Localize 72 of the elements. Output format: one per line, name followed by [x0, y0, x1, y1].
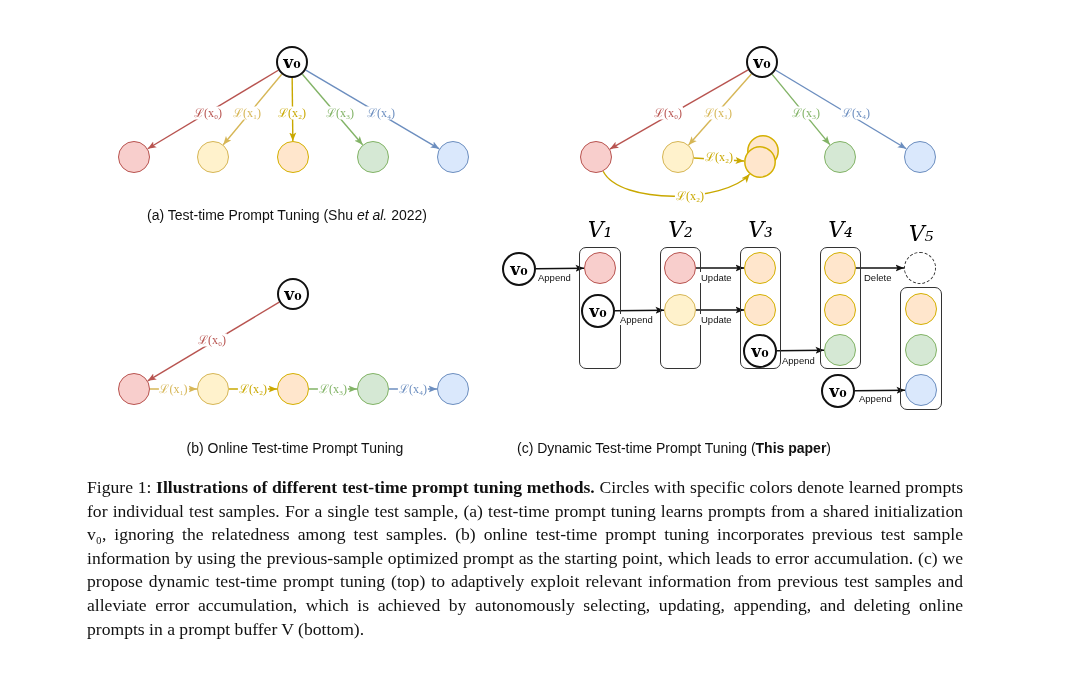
arrow — [695, 306, 745, 314]
arrow — [695, 264, 745, 272]
prompt-circle — [584, 252, 616, 284]
edge-label: Append — [858, 393, 893, 404]
prompt-circle — [905, 334, 937, 366]
edge-label: ℒ(x₃) — [324, 106, 356, 120]
prompt-circle — [824, 294, 856, 326]
edge-label: ℒ(x₃) — [790, 106, 822, 120]
buffer-label: V₅ — [907, 220, 935, 248]
arrow — [535, 264, 585, 272]
init-prompt-circle: v₀ — [277, 278, 309, 310]
edge-label: ℒ(x₀) — [196, 333, 228, 347]
prompt-circle — [664, 252, 696, 284]
init-prompt-circle: v₀ — [746, 46, 778, 78]
stacked-prompt-circles — [743, 134, 780, 179]
edge-label: Update — [700, 272, 733, 283]
edge-label: ℒ(x₄) — [840, 106, 872, 120]
init-prompt-circle: v₀ — [581, 294, 615, 328]
prompt-circle — [357, 373, 389, 405]
arrow — [614, 306, 665, 314]
arrow — [855, 264, 905, 272]
edge-label: ℒ(x₂) — [237, 382, 269, 396]
buffer-label: V₄ — [827, 216, 854, 244]
edge-label: Update — [700, 314, 733, 325]
prompt-circle — [357, 141, 389, 173]
prompt-circle — [824, 141, 856, 173]
prompt-circle — [277, 373, 309, 405]
prompt-circle — [118, 141, 150, 173]
prompt-circle — [197, 141, 229, 173]
prompt-circle — [437, 373, 469, 405]
edge-label: Append — [619, 314, 654, 325]
arrow — [854, 386, 906, 394]
edge-label: ℒ(x₃) — [317, 382, 349, 396]
prompt-circle — [437, 141, 469, 173]
init-prompt-circle: v₀ — [743, 334, 777, 368]
prompt-circle — [118, 373, 150, 405]
init-prompt-circle: v₀ — [502, 252, 536, 286]
prompt-circle — [580, 141, 612, 173]
prompt-circle — [662, 141, 694, 173]
edge-label: ℒ(x₂) — [703, 150, 735, 164]
panel-caption: (b) Online Test-time Prompt Tuning — [186, 440, 404, 456]
prompt-circle — [664, 294, 696, 326]
arrow — [776, 346, 825, 354]
prompt-circle — [905, 374, 937, 406]
edge-label: Append — [537, 272, 572, 283]
edge-label: ℒ(x₁) — [158, 382, 189, 396]
init-prompt-circle: v₀ — [821, 374, 855, 408]
edge-label: ℒ(x₁) — [702, 106, 734, 120]
edge-label: ℒ(x₂) — [276, 106, 308, 120]
edge-label: Delete — [863, 272, 893, 283]
prompt-circle — [824, 252, 856, 284]
panel-caption: (c) Dynamic Test-time Prompt Tuning (This paper) — [516, 440, 832, 456]
edge-label: ℒ(x₁) — [231, 106, 263, 120]
edge-label: ℒ(x₄) — [365, 106, 397, 120]
edge-label: ℒ(x₀) — [192, 106, 224, 120]
edge-label: Append — [781, 355, 816, 366]
prompt-circle — [744, 294, 776, 326]
prompt-circle — [824, 334, 856, 366]
edge-label: ℒ(x₄) — [397, 382, 429, 396]
panel-caption: (a) Test-time Prompt Tuning (Shu et al. 2022) — [147, 207, 427, 223]
edge-label: ℒ(x₀) — [652, 106, 684, 120]
prompt-circle — [904, 141, 936, 173]
buffer-label: V₂ — [667, 216, 694, 244]
figure-caption: Figure 1: Illustrations of different test-time prompt tuning methods. Circles with specific colors denote learned prompts for individual test samples. For a single test sample, (a) test-time prompt tuning learns prompts from a shared initialization v₀, ignoring the relatedness among test samples. (b) online test-time prompt tuning incorporates previous test sample information by using the previous-sample optimized prompt as the starting point, which leads to error accumulation. (c) we propose dynamic test-time prompt tuning (top) to adaptively exploit relevant information from previous test samples and alleviate error accumulation, which is achieved by autonomously selecting, updating, appending, and deleting online prompts in a prompt buffer V (bottom). — [87, 476, 963, 641]
prompt-circle — [277, 141, 309, 173]
prompt-circle — [744, 252, 776, 284]
init-prompt-circle: v₀ — [276, 46, 308, 78]
edge-label: ℒ(x₂) — [674, 189, 706, 203]
prompt-circle — [197, 373, 229, 405]
buffer-label: V₁ — [586, 216, 614, 244]
buffer-label: V₃ — [747, 216, 774, 244]
prompt-circle — [905, 293, 937, 325]
